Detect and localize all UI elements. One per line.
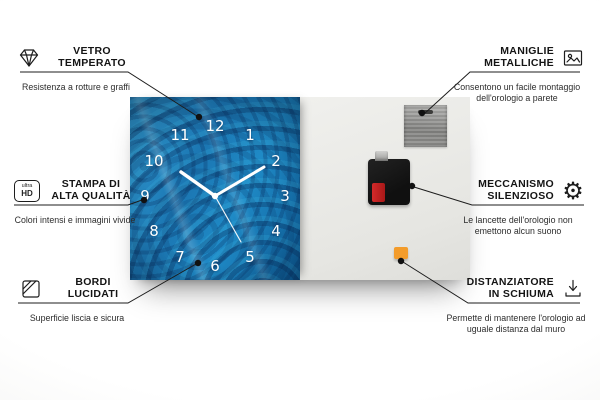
callout-description: Permette di mantenere l'orologio ad ugua… <box>446 313 586 335</box>
spacer-arrow-icon <box>560 276 586 302</box>
callout-stampa-alta-qualita: ultra HD STAMPA DI ALTA QUALITÀ Colori i… <box>14 178 136 226</box>
clock-number: 3 <box>280 187 290 205</box>
foam-spacer <box>394 247 408 259</box>
mechanism-hanger <box>375 151 388 161</box>
callout-maniglie-metalliche: MANIGLIE METALLICHE Consentono un facile… <box>448 45 586 105</box>
clock-number: 11 <box>170 126 190 144</box>
clock-number: 9 <box>140 187 150 205</box>
clock-mechanism <box>368 151 410 205</box>
callout-title: STAMPA DI ALTA QUALITÀ <box>51 178 131 203</box>
clock-number: 8 <box>149 222 159 240</box>
callout-bordi-lucidati: BORDI LUCIDATI Superficie liscia e sicur… <box>18 276 136 324</box>
second-hand <box>214 195 242 243</box>
clock-number: 4 <box>271 222 281 240</box>
callout-title: MECCANISMO SILENZIOSO <box>478 178 554 203</box>
callout-description: Superficie liscia e sicura <box>29 313 125 323</box>
picture-frame-icon <box>560 45 586 71</box>
clock-number: 2 <box>271 152 281 170</box>
diamond-icon <box>16 45 42 71</box>
callout-title: DISTANZIATORE IN SCHIUMA <box>466 276 554 301</box>
clock-number: 1 <box>245 126 255 144</box>
gear-icon: ⚙ <box>562 177 584 205</box>
minute-hand <box>213 165 266 198</box>
ultra-hd-icon: ultra HD <box>14 178 40 204</box>
battery <box>372 183 385 202</box>
callout-description: Consentono un facile montaggio dell'orol… <box>453 82 581 104</box>
clock-hands <box>179 165 266 243</box>
clock-front-face: 1 2 3 4 5 6 7 8 9 10 11 12 <box>130 97 300 280</box>
callout-description: Le lancette dell'orologio non emettono a… <box>463 215 573 237</box>
callout-title: BORDI LUCIDATI <box>67 276 119 301</box>
clock-number: 12 <box>205 117 225 135</box>
metal-hanger-plate <box>404 105 447 147</box>
clock-number: 10 <box>144 152 164 170</box>
callout-distanziatore-in-schiuma: DISTANZIATORE IN SCHIUMA Permette di man… <box>446 276 586 336</box>
clock-center-cap <box>211 192 219 200</box>
callout-meccanismo-silenzioso: MECCANISMO SILENZIOSO ⚙ Le lancette dell… <box>450 178 586 238</box>
callout-title: VETRO TEMPERATO <box>58 45 126 70</box>
polished-edge-icon <box>18 276 44 302</box>
wall-clock-image: 1 2 3 4 5 6 7 8 9 10 11 12 <box>130 97 470 280</box>
callout-title: MANIGLIE METALLICHE <box>484 45 554 70</box>
clock-number: 7 <box>175 248 185 266</box>
clock-number: 6 <box>210 257 220 275</box>
clock-back <box>300 97 470 280</box>
clock-number: 5 <box>245 248 255 266</box>
hanger-slot <box>418 110 433 114</box>
callout-description: Resistenza a rotture e graffi <box>22 82 130 92</box>
callout-description: Colori intensi e immagini vivide <box>14 215 136 225</box>
callout-vetro-temperato: VETRO TEMPERATO Resistenza a rotture e g… <box>16 45 136 93</box>
hour-hand <box>179 170 217 198</box>
